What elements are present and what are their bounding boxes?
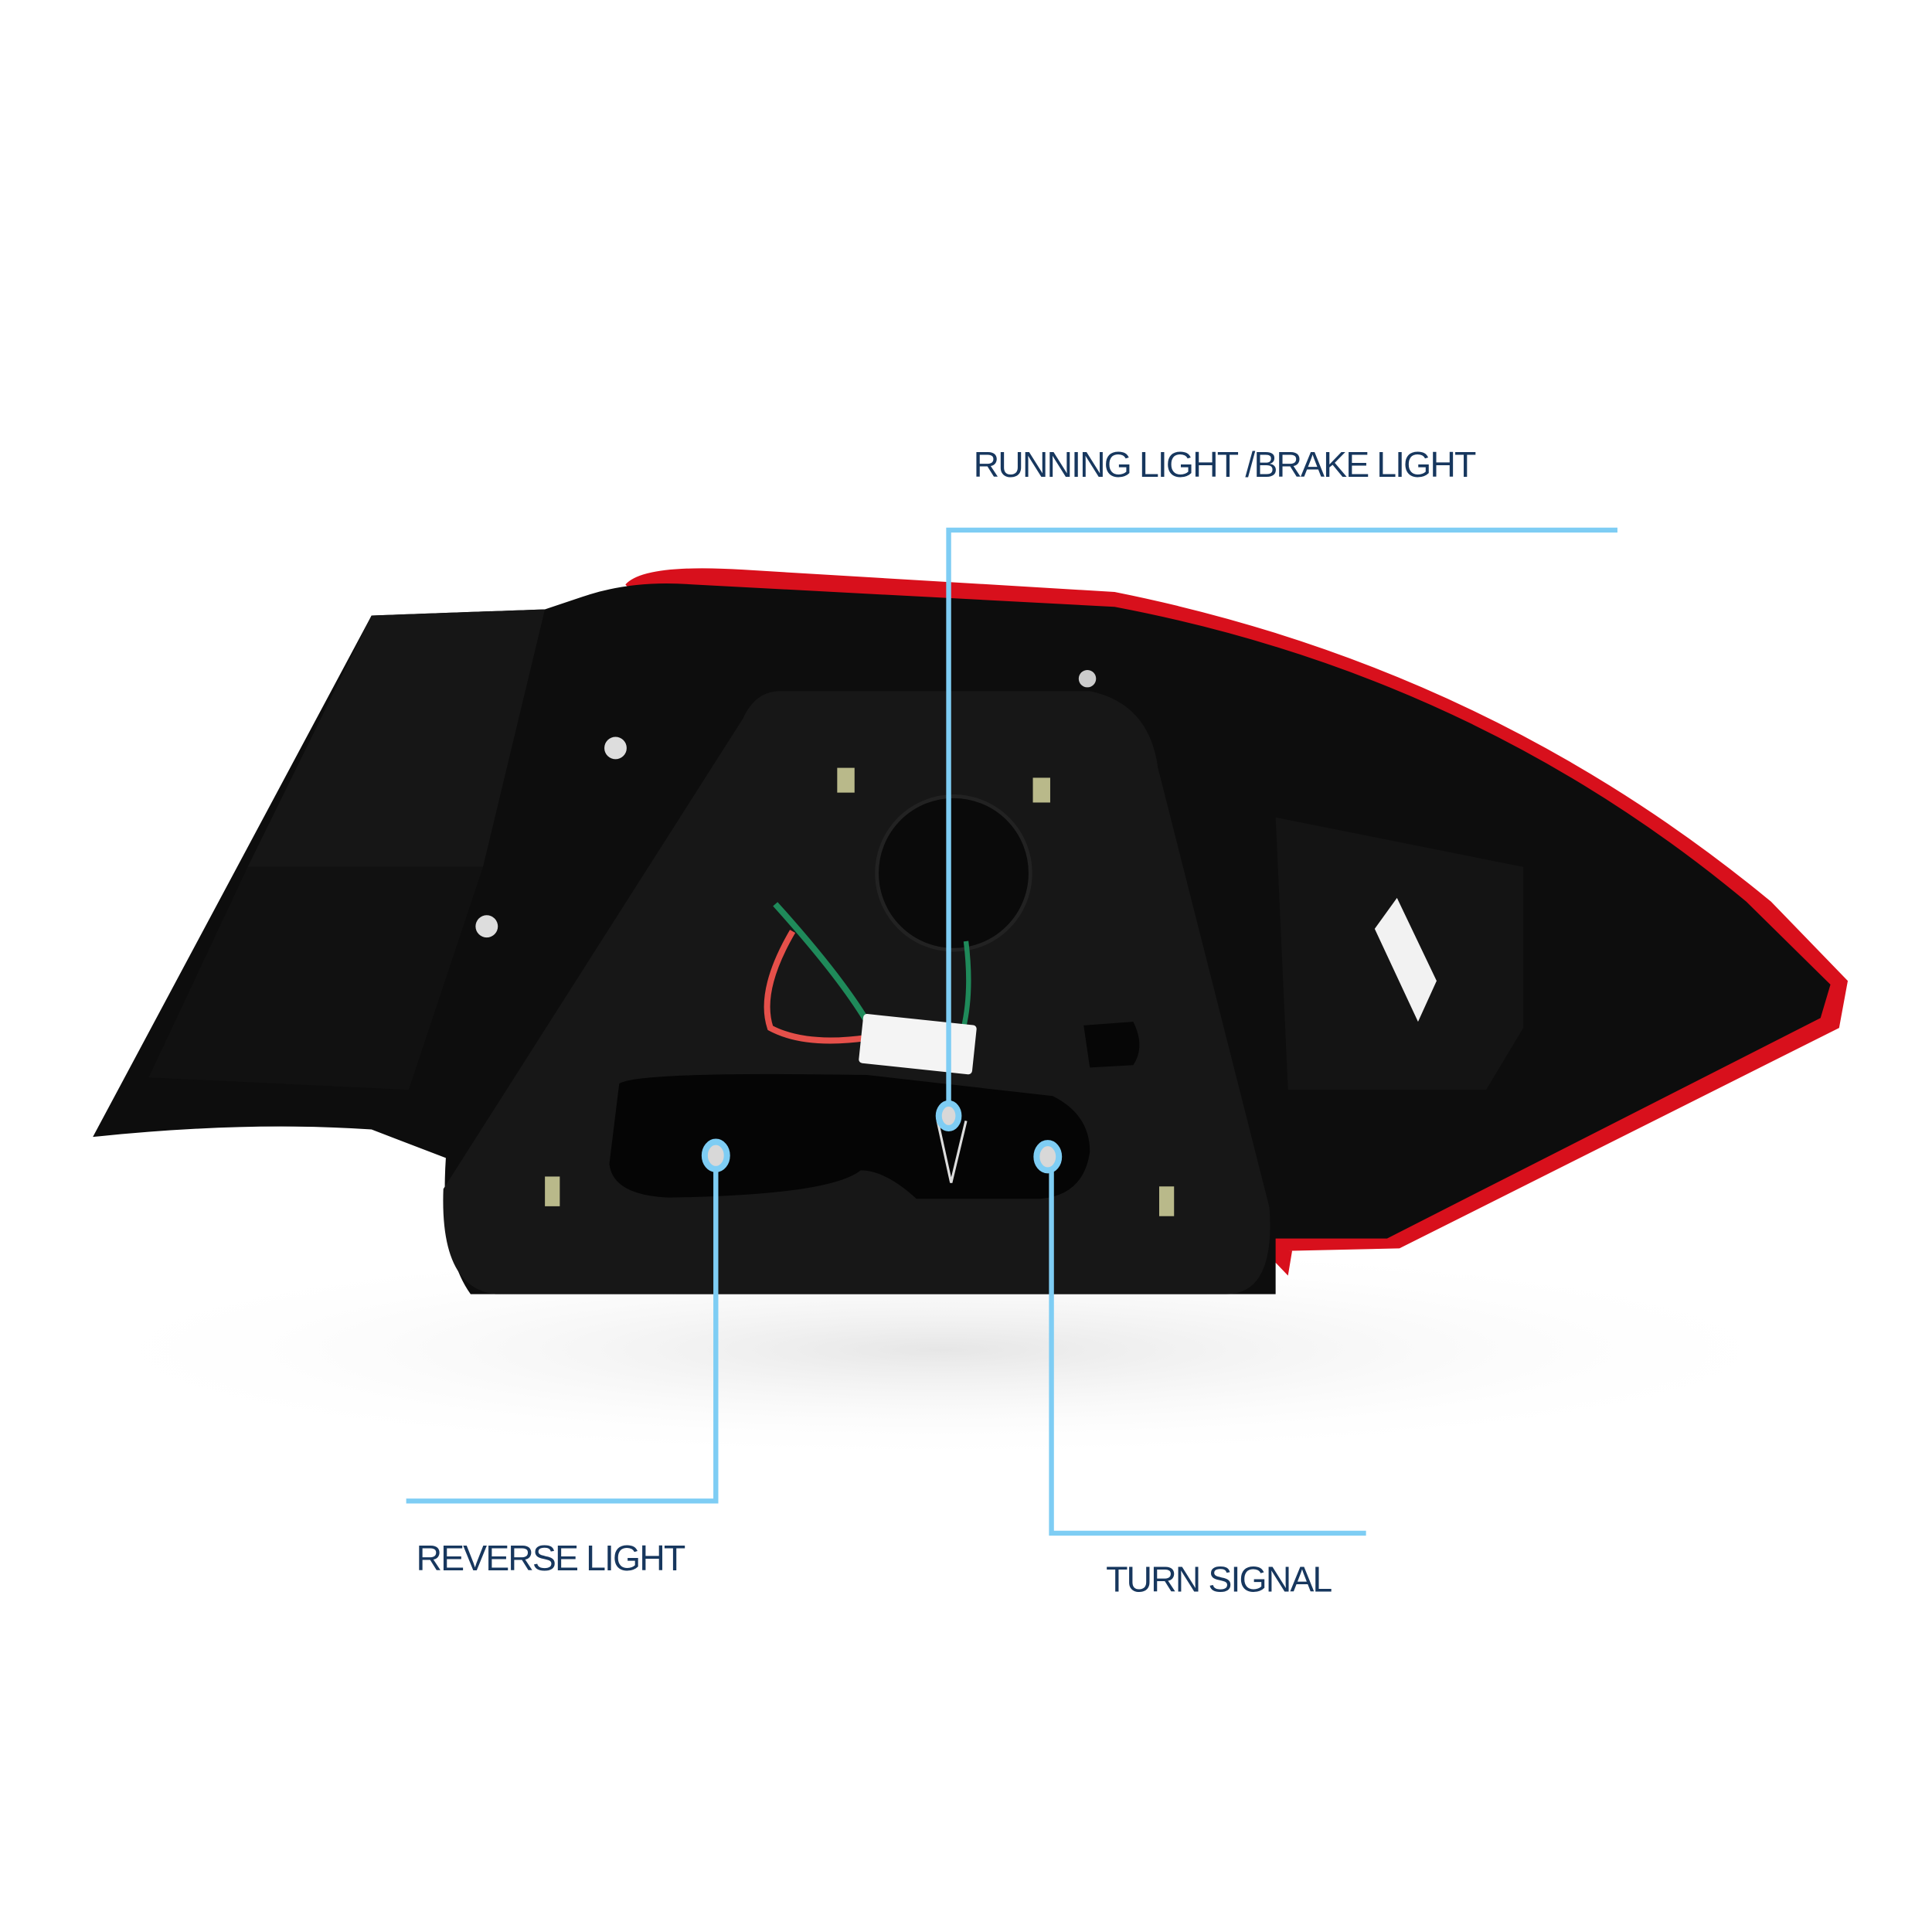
reverse-marker	[701, 1138, 730, 1172]
wire-green	[773, 902, 872, 1027]
screw	[475, 915, 498, 938]
tail-light-assembly	[49, 568, 1849, 1462]
stud	[1032, 777, 1050, 803]
turn-leader	[1049, 1159, 1366, 1536]
stud	[545, 1176, 560, 1206]
wire-green	[961, 940, 971, 1029]
callout-reverse: REVERSE LIGHT	[406, 1138, 730, 1578]
running-brake-marker	[935, 1100, 962, 1131]
screw	[1078, 669, 1097, 688]
bulb-terminal	[936, 1120, 968, 1183]
stud	[837, 767, 855, 793]
running-brake-label: RUNNING LIGHT /BRAKE LIGHT	[974, 444, 1476, 485]
wire-red	[764, 930, 868, 1044]
running-brake-leader	[946, 527, 1617, 1115]
reverse-leader	[406, 1156, 719, 1504]
turn-marker	[1033, 1140, 1063, 1174]
stud	[1159, 1186, 1175, 1216]
label-sticker	[1374, 897, 1437, 1022]
screw	[604, 736, 627, 760]
housing-fin	[148, 866, 484, 1090]
bulb-socket	[875, 794, 1032, 952]
callout-turn: TURN SIGNAL	[1033, 1140, 1366, 1599]
plate-hole	[1083, 1022, 1140, 1068]
callout-running-brake: RUNNING LIGHT /BRAKE LIGHT	[935, 444, 1617, 1131]
reverse-label: REVERSE LIGHT	[416, 1538, 685, 1578]
housing-fin	[247, 609, 546, 867]
turn-label: TURN SIGNAL	[1106, 1559, 1332, 1599]
bulb-cutout	[609, 1073, 1090, 1199]
